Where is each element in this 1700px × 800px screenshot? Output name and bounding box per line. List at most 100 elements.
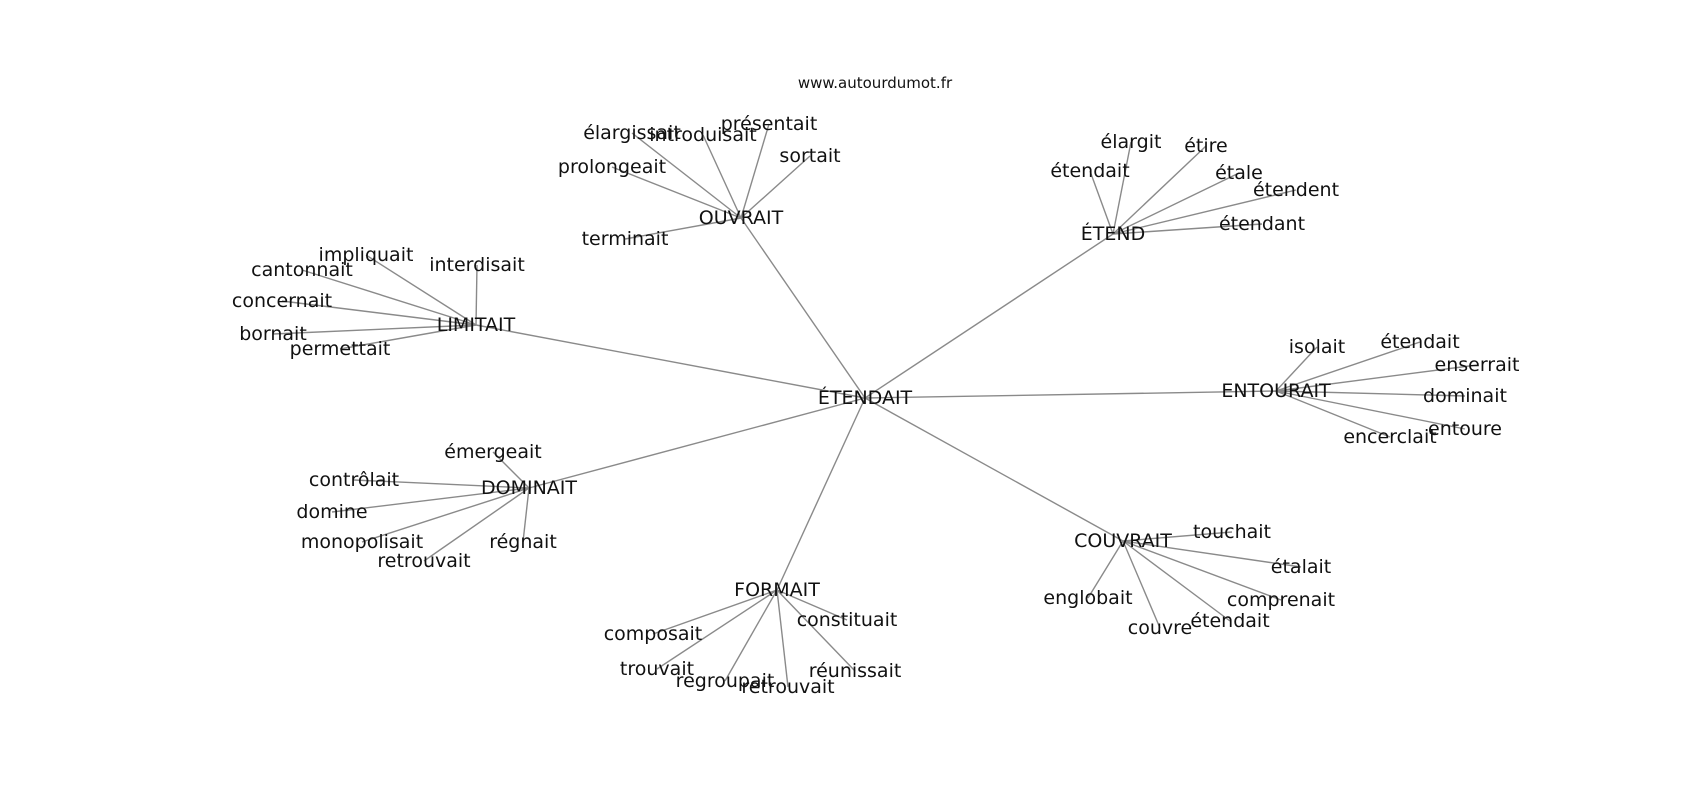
leaf-node[interactable]: dominait — [1423, 385, 1507, 407]
edges-layer — [272, 123, 1478, 688]
edge-limitait-5 — [339, 324, 477, 350]
leaf-node[interactable]: entoure — [1428, 418, 1502, 440]
edge-dominait-5 — [522, 487, 530, 543]
edge-ouvrait-4 — [611, 166, 742, 219]
site-watermark: www.autourdumot.fr — [798, 74, 953, 92]
leaf-node[interactable]: permettait — [290, 338, 391, 360]
edge-formait-1 — [652, 589, 778, 635]
leaf-node[interactable]: régnait — [489, 531, 557, 553]
leaf-node[interactable]: étendait — [1380, 331, 1459, 353]
edge-limitait-0 — [365, 254, 477, 326]
edge-couvrait-5 — [1122, 540, 1161, 629]
leaf-node[interactable]: étale — [1215, 162, 1263, 184]
edge-root-etend — [864, 233, 1114, 399]
leaf-node[interactable]: regroupait — [676, 670, 775, 692]
edge-entourait-1 — [1275, 341, 1421, 392]
edge-dominait-1 — [353, 479, 530, 489]
hub-node-etend[interactable]: ÉTEND — [1081, 222, 1145, 245]
edge-root-ouvrait — [740, 217, 866, 399]
edge-root-formait — [776, 397, 866, 591]
leaf-node[interactable]: retrouvait — [741, 676, 834, 698]
edge-etend-3 — [1112, 172, 1240, 235]
leaf-node[interactable]: étalait — [1271, 556, 1331, 578]
leaf-node[interactable]: domine — [296, 501, 367, 523]
root-node[interactable]: ÉTENDAIT — [818, 386, 913, 409]
edge-dominait-4 — [423, 487, 530, 562]
leaf-node[interactable]: réunissait — [809, 660, 902, 682]
leaf-node[interactable]: encerclait — [1343, 426, 1436, 448]
edge-etend-0 — [1112, 141, 1132, 235]
edge-root-limitait — [475, 324, 866, 399]
hub-node-entourait[interactable]: ENTOURAIT — [1221, 380, 1331, 402]
hub-node-formait[interactable]: FORMAIT — [734, 579, 820, 601]
edge-formait-5 — [776, 589, 789, 688]
leaf-node[interactable]: étendait — [1050, 160, 1129, 182]
edge-limitait-2 — [475, 264, 478, 326]
leaf-node[interactable]: introduisait — [649, 124, 756, 146]
edge-dominait-2 — [331, 487, 530, 513]
hub-node-couvrait[interactable]: COUVRAIT — [1074, 530, 1172, 552]
edge-couvrait-3 — [1122, 540, 1282, 601]
leaf-node[interactable]: couvre — [1128, 617, 1192, 639]
hub-node-dominait[interactable]: DOMINAIT — [481, 477, 577, 499]
hub-node-limitait[interactable]: LIMITAIT — [437, 314, 516, 336]
edge-entourait-5 — [1275, 390, 1391, 438]
leaf-node[interactable]: isolait — [1289, 336, 1345, 358]
leaf-node[interactable]: concernait — [232, 290, 332, 312]
edge-etend-1 — [1112, 145, 1207, 235]
hub-node-ouvrait[interactable]: OUVRAIT — [699, 207, 784, 229]
edge-couvrait-4 — [1122, 540, 1231, 622]
edge-limitait-3 — [281, 300, 477, 326]
leaf-node[interactable]: comprenait — [1227, 589, 1335, 611]
edge-ouvrait-1 — [702, 134, 742, 219]
leaf-node[interactable]: étendant — [1219, 213, 1305, 235]
edge-ouvrait-2 — [740, 123, 770, 219]
leaf-node[interactable]: interdisait — [429, 254, 525, 276]
edge-couvrait-0 — [1122, 531, 1233, 542]
edge-ouvrait-3 — [740, 155, 811, 219]
leaf-node[interactable]: terminait — [582, 228, 669, 250]
leaf-node[interactable]: prolongeait — [558, 156, 666, 178]
leaf-node[interactable]: présentait — [721, 113, 818, 135]
leaf-node[interactable]: cantonnait — [251, 259, 353, 281]
leaf-node[interactable]: étendait — [1190, 610, 1269, 632]
edge-etend-4 — [1112, 189, 1297, 235]
leaf-node[interactable]: étendent — [1253, 179, 1339, 201]
leaf-node[interactable]: retrouvait — [377, 550, 470, 572]
edge-root-couvrait — [864, 397, 1124, 542]
edge-root-entourait — [864, 390, 1277, 399]
edge-etend-5 — [1112, 223, 1263, 235]
edge-entourait-4 — [1275, 390, 1466, 430]
leaf-node[interactable]: élargissait — [583, 122, 681, 144]
edge-limitait-1 — [301, 269, 477, 326]
leaf-node[interactable]: contrôlait — [309, 469, 399, 491]
leaf-node[interactable]: impliquait — [319, 244, 414, 266]
leaf-node[interactable]: trouvait — [620, 658, 694, 680]
leaf-node[interactable]: bornait — [239, 323, 307, 345]
edge-entourait-0 — [1275, 346, 1318, 392]
edge-formait-2 — [656, 589, 778, 670]
edge-couvrait-2 — [1087, 540, 1124, 599]
edge-ouvrait-0 — [631, 132, 742, 219]
leaf-node[interactable]: étire — [1184, 135, 1228, 157]
leaf-node[interactable]: composait — [604, 623, 703, 645]
edge-etend-2 — [1089, 170, 1114, 235]
leaf-node[interactable]: constituait — [797, 609, 898, 631]
edge-formait-0 — [776, 589, 848, 621]
leaf-node[interactable]: enserrait — [1435, 354, 1520, 376]
edge-limitait-4 — [272, 324, 477, 335]
leaf-node[interactable]: monopolisait — [301, 531, 423, 553]
leaf-node[interactable]: émergeait — [444, 441, 542, 463]
leaf-node[interactable]: sortait — [779, 145, 840, 167]
edge-formait-3 — [776, 589, 856, 672]
leaf-node[interactable]: touchait — [1193, 521, 1271, 543]
edge-ouvrait-5 — [624, 217, 742, 240]
edge-dominait-0 — [492, 451, 530, 489]
leaf-node[interactable]: englobait — [1043, 587, 1132, 609]
edge-root-dominait — [528, 397, 866, 489]
edge-formait-4 — [724, 589, 778, 682]
leaf-node[interactable]: élargit — [1101, 131, 1162, 153]
edge-dominait-3 — [361, 487, 530, 543]
edge-couvrait-1 — [1122, 540, 1302, 568]
